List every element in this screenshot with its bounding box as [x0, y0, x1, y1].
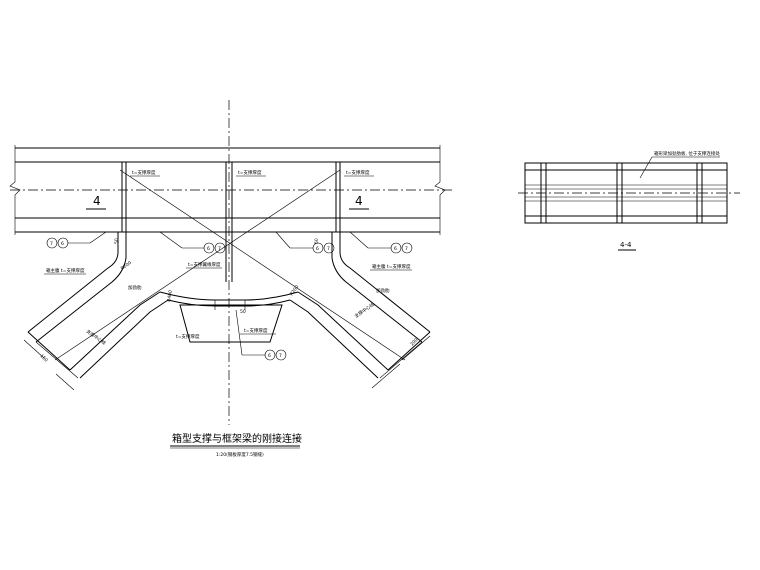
brace-center-line-b	[119, 169, 406, 361]
weld-callout: 6 7	[275, 231, 335, 254]
dim-label: 50	[314, 238, 320, 244]
section-view: 箱形梁加劲肋板, 位于支撑连接处 4-4	[518, 150, 740, 251]
right-brace	[289, 232, 431, 379]
brace-center-line-a	[54, 169, 341, 361]
plate-label: t=支撑厚度	[132, 169, 156, 176]
main-view: 4 4 t=支撑厚度 t=支撑厚度 t=支撑厚度 t=支撑翼缘厚度 t=支撑厚度…	[9, 100, 455, 458]
drawing-title-suffix: ·	[295, 434, 298, 445]
dim-200: 200	[409, 337, 419, 347]
section-mark-left: 4	[93, 194, 101, 208]
drawing-scale: 1:20(钢板厚度7.5钢缝)	[216, 451, 264, 458]
weld-callout-bottom: 6 7	[235, 309, 287, 361]
drawing-title: 箱型支撑与框架梁的刚接连接	[172, 432, 302, 445]
plate-note-left: 箱主腹 t=支撑厚度	[46, 267, 85, 274]
section-label: 4-4	[620, 241, 632, 249]
frame-beam	[9, 145, 446, 235]
bottom-plate	[179, 304, 283, 343]
radius-label: R400	[166, 290, 174, 303]
lower-connecting-flange	[159, 291, 299, 301]
svg-text:7: 7	[50, 241, 53, 247]
weld-callout-left: 7 6	[46, 231, 107, 249]
plate-label: t=支撑翼缘厚度	[188, 261, 221, 268]
dim-label: 50	[114, 238, 120, 244]
svg-text:7: 7	[405, 246, 408, 252]
plate-label: t=支撑厚度	[244, 327, 268, 334]
radius-label: R200	[120, 260, 133, 272]
svg-text:7: 7	[327, 246, 330, 252]
break-line-right	[434, 145, 446, 235]
flange-note: 加劲肋	[128, 284, 142, 291]
svg-text:6: 6	[316, 246, 319, 252]
weld-callout: 6 7	[159, 231, 226, 254]
dim-label: 50	[240, 309, 246, 315]
plate-label: t=支撑厚度	[176, 333, 200, 340]
center-note-right: 支撑中心线	[353, 301, 376, 320]
radius-label: R200	[289, 284, 301, 297]
svg-text:6: 6	[207, 246, 210, 252]
dim-150: 150	[39, 353, 49, 363]
section-outline	[524, 162, 728, 224]
plate-note-right: 箱主腹 t=支撑厚度	[372, 263, 411, 270]
svg-text:6: 6	[61, 241, 64, 247]
center-note-left: 支撑中心线	[85, 328, 108, 347]
weld-callout: 6 7	[349, 231, 413, 254]
plate-label: t=支撑厚度	[346, 169, 370, 176]
svg-text:7: 7	[218, 246, 221, 252]
section-mark-right: 4	[355, 194, 363, 208]
flange-note-right: 加劲肋	[376, 287, 390, 294]
svg-text:6: 6	[268, 353, 271, 359]
break-line-left	[9, 145, 21, 235]
left-brace	[27, 232, 169, 379]
svg-text:6: 6	[394, 246, 397, 252]
section-note: 箱形梁加劲肋板, 位于支撑连接处	[654, 150, 720, 157]
plate-label: t=支撑厚度	[238, 169, 262, 176]
svg-text:7: 7	[279, 353, 282, 359]
